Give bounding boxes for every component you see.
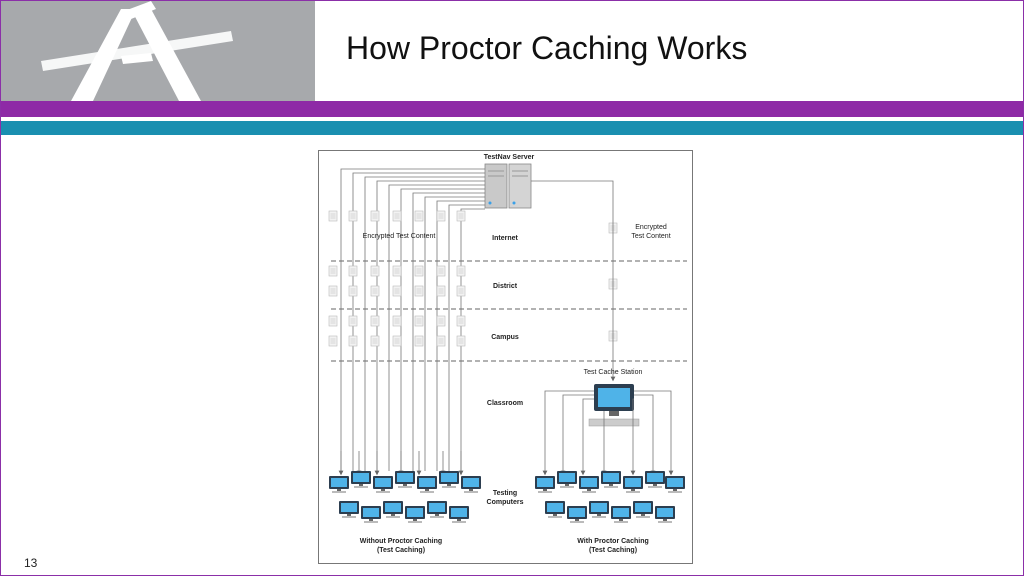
with-caching-label-2: (Test Caching) [589, 547, 637, 554]
zone-internet-label: Internet [492, 235, 518, 242]
logo [1, 1, 315, 101]
zone-district-label: District [493, 283, 518, 290]
cache-station-computer-icon [588, 384, 640, 427]
left-arrows [338, 451, 464, 476]
server-label: TestNav Server [484, 154, 535, 161]
encrypted-document-icons [328, 210, 618, 347]
with-caching-label-1: With Proctor Caching [577, 538, 649, 545]
zone-campus-label: Campus [491, 334, 519, 341]
cache-station-fanout-lines [542, 390, 674, 476]
without-caching-label-1: Without Proctor Caching [360, 538, 442, 545]
without-caching-label-2: (Test Caching) [377, 547, 425, 554]
testing-computers-label-1: Testing [493, 490, 517, 497]
slide-title: How Proctor Caching Works [346, 30, 748, 66]
encrypted-content-right-label-1: Encrypted [635, 224, 667, 231]
cache-station-label: Test Cache Station [584, 369, 643, 376]
encrypted-content-right-label-2: Test Content [631, 233, 670, 240]
teal-band [1, 121, 1023, 135]
encrypted-content-left-label: Encrypted Test Content [363, 233, 436, 240]
testing-computers-right [535, 471, 685, 523]
testing-computers-left [329, 471, 481, 523]
left-connection-lines [340, 168, 485, 471]
purple-band [1, 101, 1023, 117]
stylized-a-logo-icon [41, 1, 233, 101]
zone-classroom-label: Classroom [487, 400, 523, 407]
right-connection-line [531, 180, 616, 382]
testing-computers-label-2: Computers [487, 499, 524, 506]
page-number: 13 [24, 556, 38, 570]
server-icon [484, 163, 532, 209]
proctor-caching-diagram: TestNav Server [318, 150, 693, 564]
